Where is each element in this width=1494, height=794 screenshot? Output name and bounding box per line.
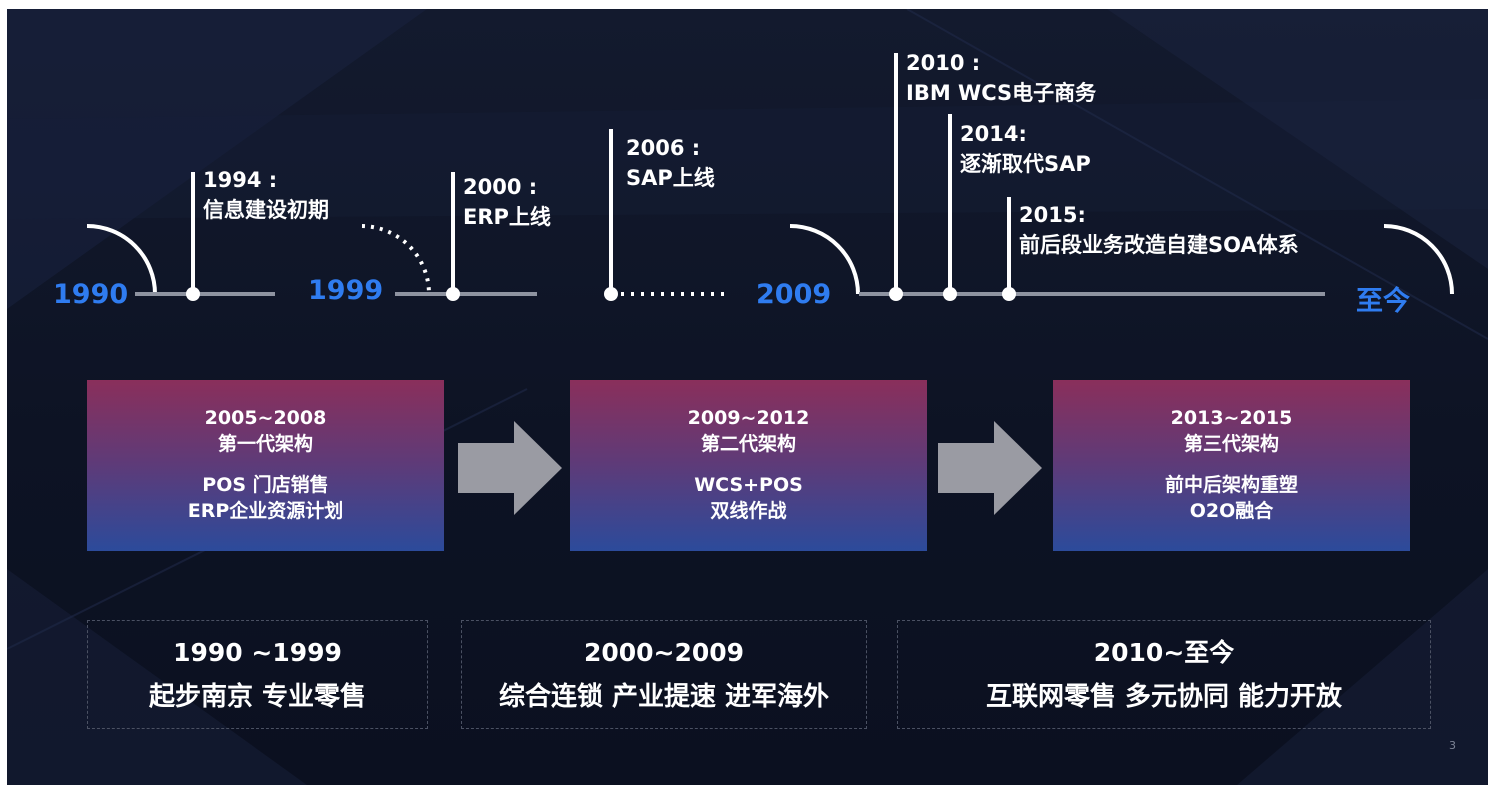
generation-box-1: 2005~2008 第一代架构 POS 门店销售 ERP企业资源计划 (87, 380, 444, 551)
era-range: 2010~至今 (1093, 638, 1235, 667)
milestone-1994: 1994 : 信息建设初期 (203, 165, 329, 225)
milestone-year: 2010 : (906, 51, 981, 75)
background-decoration (7, 9, 1488, 785)
milestone-text: IBM WCS电子商务 (906, 81, 1097, 105)
year-1990: 1990 (53, 279, 129, 310)
dot-2015 (1002, 287, 1016, 301)
generation-box-2: 2009~2012 第二代架构 WCS+POS 双线作战 (570, 380, 927, 551)
arrow-right-icon (938, 421, 1042, 515)
generation-feature-1: POS 门店销售 (202, 474, 329, 496)
milestone-year: 2006 : (626, 136, 701, 160)
milestone-2014: 2014: 逐渐取代SAP (960, 119, 1091, 179)
arc-now (1383, 224, 1454, 295)
dot-2014 (943, 287, 957, 301)
generation-box-3: 2013~2015 第三代架构 前中后架构重塑 O2O融合 (1053, 380, 1410, 551)
arc-1999 (361, 224, 431, 295)
era-description: 综合连锁 产业提速 进军海外 (498, 682, 830, 712)
milestone-2000: 2000 : ERP上线 (463, 172, 551, 232)
era-box-1: 1990 ~1999 起步南京 专业零售 (87, 620, 428, 729)
era-range: 2000~2009 (583, 638, 745, 667)
year-now: 至今 (1356, 286, 1410, 317)
milestone-year: 2014: (960, 122, 1027, 146)
year-1999: 1999 (308, 275, 384, 306)
milestone-text: 前后段业务改造自建SOA体系 (1019, 233, 1299, 257)
milestone-2015: 2015: 前后段业务改造自建SOA体系 (1019, 200, 1299, 260)
milestone-2010: 2010 : IBM WCS电子商务 (906, 48, 1096, 108)
dot-1994 (186, 287, 200, 301)
timeline-graphic (86, 53, 1454, 301)
milestone-year: 2015: (1019, 203, 1086, 227)
generation-range: 2009~2012 (687, 407, 810, 429)
dot-2000 (446, 287, 460, 301)
generation-feature-2: 双线作战 (710, 500, 787, 522)
era-description: 起步南京 专业零售 (148, 682, 367, 712)
era-description: 互联网零售 多元协同 能力开放 (985, 682, 1343, 712)
era-range: 1990 ~1999 (173, 638, 342, 667)
milestone-year: 2000 : (463, 175, 538, 199)
era-box-2: 2000~2009 综合连锁 产业提速 进军海外 (461, 620, 867, 729)
generation-range: 2005~2008 (204, 407, 327, 429)
generation-feature-1: WCS+POS (694, 474, 803, 496)
slide: 1990 1999 2009 至今 1994 : 信息建设初期 2000 : E… (7, 9, 1488, 785)
dot-2006 (604, 287, 618, 301)
milestone-text: ERP上线 (463, 205, 551, 229)
generation-feature-2: ERP企业资源计划 (187, 500, 344, 522)
milestone-year: 1994 : (203, 168, 278, 192)
arc-1990 (86, 224, 157, 295)
generation-name: 第二代架构 (700, 433, 796, 455)
year-2009: 2009 (756, 279, 832, 310)
dot-2010 (889, 287, 903, 301)
generation-name: 第三代架构 (1183, 433, 1279, 455)
milestone-text: 逐渐取代SAP (960, 152, 1091, 176)
milestone-2006: 2006 : SAP上线 (626, 133, 715, 193)
milestone-text: 信息建设初期 (203, 198, 329, 222)
generation-range: 2013~2015 (1170, 407, 1293, 429)
milestone-text: SAP上线 (626, 166, 715, 190)
page-number: 3 (1449, 739, 1456, 752)
arc-2009 (789, 224, 860, 295)
generation-name: 第一代架构 (217, 433, 313, 455)
era-box-3: 2010~至今 互联网零售 多元协同 能力开放 (897, 620, 1431, 729)
generation-feature-2: O2O融合 (1189, 500, 1274, 522)
generation-feature-1: 前中后架构重塑 (1164, 474, 1298, 496)
arrow-right-icon (458, 421, 562, 515)
